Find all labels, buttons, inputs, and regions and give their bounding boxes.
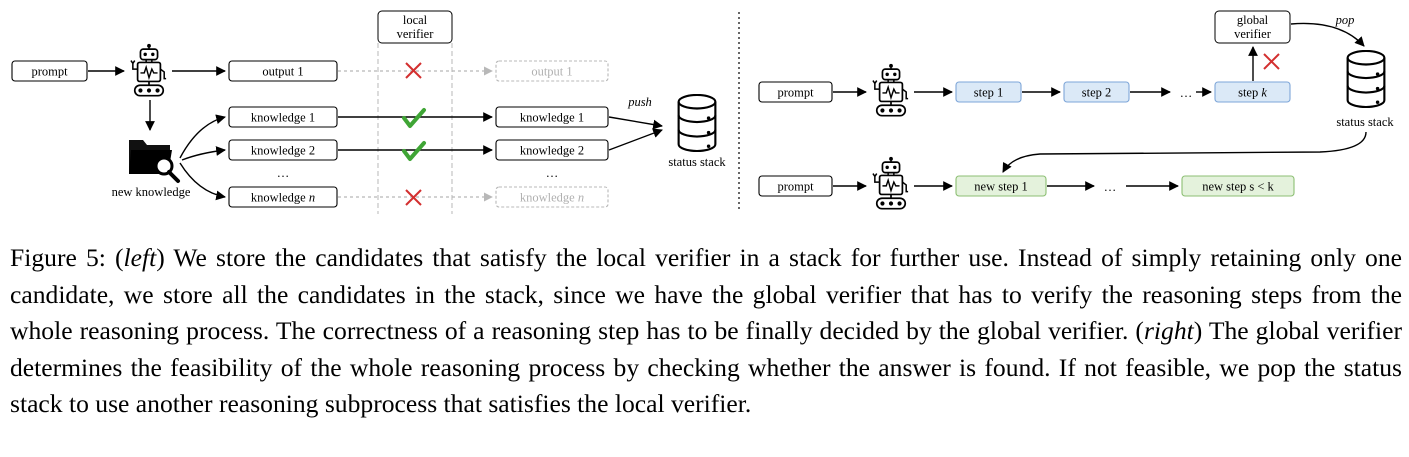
figure-diagram: local verifier prompt new knowledge outp… xyxy=(11,10,1394,214)
status-stack-right-label: status stack xyxy=(1336,115,1394,129)
knowledge-1-stored-box xyxy=(495,106,609,128)
folder-search-icon xyxy=(129,140,180,183)
knowledge-n-faded-box xyxy=(495,186,609,208)
local-verifier-line2: verifier xyxy=(397,27,435,41)
ellipsis-left-1: … xyxy=(277,166,290,180)
ellipsis-right-2: … xyxy=(1104,180,1117,194)
knowledge-2-stored-label: knowledge 2 xyxy=(520,144,584,158)
step-k-box xyxy=(1214,81,1291,103)
step-1-label: step 1 xyxy=(974,86,1004,100)
check-icon xyxy=(402,141,426,161)
caption-text-2: The global verifier determines the feasi… xyxy=(10,316,1402,419)
prompt-label: prompt xyxy=(31,65,68,79)
database-icon xyxy=(677,94,717,152)
knowledge-2-label: knowledge 2 xyxy=(251,144,315,158)
knowledge-n-faded-label: knowledge n xyxy=(520,191,584,205)
prompt-top-label: prompt xyxy=(777,86,814,100)
caption-right-word: right xyxy=(1143,316,1194,346)
output-1-faded-label: output 1 xyxy=(531,65,572,79)
knowledge-2-box xyxy=(228,139,338,161)
new-step-1-label: new step 1 xyxy=(974,180,1027,194)
cross-icon xyxy=(405,62,422,79)
knowledge-2-stored-box xyxy=(495,139,609,161)
prompt-bottom-box xyxy=(758,175,833,197)
ellipsis-left-2: … xyxy=(546,166,559,180)
ellipsis-right-1: … xyxy=(1180,86,1193,100)
figure-label: Figure 5: xyxy=(10,243,106,272)
knowledge-1-label: knowledge 1 xyxy=(251,111,315,125)
prompt-bottom-label: prompt xyxy=(777,180,814,194)
knowledge-n-label: knowledge n xyxy=(251,191,315,205)
local-verifier-line1: local xyxy=(403,13,428,27)
caption-left-word: left xyxy=(123,243,157,272)
robot-icon xyxy=(130,43,167,97)
new-step-1-box xyxy=(955,175,1047,197)
new-step-s-box xyxy=(1181,175,1295,197)
cross-icon xyxy=(405,189,422,206)
step-2-label: step 2 xyxy=(1082,86,1112,100)
output-1-faded-box xyxy=(495,60,609,82)
global-verifier: global verifier xyxy=(1214,10,1291,44)
prompt-top-box xyxy=(758,81,833,103)
global-verifier-line1: global xyxy=(1237,13,1269,27)
global-verifier-line2: verifier xyxy=(1234,27,1272,41)
output-1-box xyxy=(228,60,338,82)
step-2-box xyxy=(1063,81,1130,103)
knowledge-n-box xyxy=(228,186,338,208)
new-knowledge-label: new knowledge xyxy=(112,185,191,199)
figure-caption: Figure 5: (left) We store the candidates… xyxy=(10,243,1402,419)
step-1-box xyxy=(955,81,1022,103)
prompt-box xyxy=(11,60,88,82)
output-1-label: output 1 xyxy=(262,65,303,79)
check-icon xyxy=(402,108,426,128)
caption-text-1: We store the candidates that satisfy the… xyxy=(10,243,1402,346)
status-stack-left-label: status stack xyxy=(668,155,726,169)
pop-label: pop xyxy=(1335,13,1355,27)
knowledge-1-stored-label: knowledge 1 xyxy=(520,111,584,125)
knowledge-1-box xyxy=(228,106,338,128)
cross-icon xyxy=(1263,53,1280,70)
push-label: push xyxy=(627,95,652,109)
step-k-label: step k xyxy=(1238,86,1267,100)
robot-icon xyxy=(872,63,909,117)
new-step-s-label: new step s < k xyxy=(1202,180,1274,194)
local-verifier: local verifier xyxy=(377,10,453,214)
database-icon xyxy=(1346,50,1386,108)
robot-icon xyxy=(872,156,909,210)
